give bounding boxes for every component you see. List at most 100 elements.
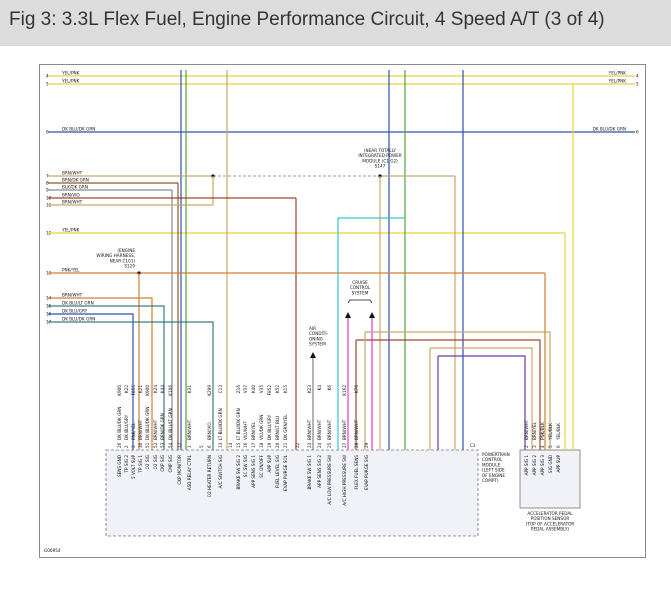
pcm-pin-function: APP SENS SIG 2 [317, 455, 322, 488]
pcm-pin-function: A/C LOW PRESSURE SW [327, 455, 332, 505]
pcm-pin-number: 1 [187, 445, 192, 448]
pcm-note: CONTROL [482, 457, 503, 462]
pcm-circuit-id: K21 [138, 385, 143, 393]
ac-system-note: AIR [309, 326, 316, 331]
pcm-pin-number: 18 [259, 442, 264, 448]
pcm-circuit-id: K299 [207, 385, 212, 396]
cruise-control-note: SYSTEM [352, 290, 369, 295]
pcm-pin-function: O2 HEATER RETURN [207, 455, 212, 497]
wire-brn-wht [48, 297, 153, 450]
pcm-pin-number: 13 [218, 442, 223, 448]
pcm-pin-number: 24 [317, 442, 322, 448]
pcm-wire-color: BRN/DK GRN [160, 413, 165, 440]
app-pin-number: 6 [556, 445, 561, 448]
pcm-circuit-id: C13 [218, 385, 223, 394]
pcm-pin-function: CMP SIG [168, 455, 173, 473]
pcm-circuit-id: K162 [342, 385, 347, 396]
app-sensor-note: PEDAL ASSEMBLY) [531, 527, 569, 532]
pcm-note: POWERTRAIN [482, 452, 510, 457]
left-wire-number: 9 [46, 188, 49, 193]
pcm-pin-function: CKP SIG [160, 455, 165, 472]
figure-title: Fig 3: 3.3L Flex Fuel, Engine Performanc… [9, 9, 605, 30]
pcm-pin-number: 27 [342, 442, 347, 448]
pcm-note: (LEFT SIDE [482, 468, 505, 473]
app-pin-number: 4 [540, 445, 545, 448]
pcm-note: COMPT) [482, 478, 499, 483]
left-wire-label: BRN/WHT [62, 200, 83, 205]
arrow-ac [310, 352, 316, 358]
pcm-pin-function: A/C SWITCH SIG [218, 455, 223, 488]
figure-title-bar: Fig 3: 3.3L Flex Fuel, Engine Performanc… [0, 0, 671, 46]
pcm-pin-function: A/C HIGH PRESSURE SW [342, 455, 347, 506]
pcm-pin-number: 2 [124, 445, 129, 448]
cruise-bracket [347, 299, 373, 304]
pcm-pin-function: CKP MONITOR [177, 455, 182, 485]
pcm-pin-function: O2 SIG [145, 455, 150, 469]
pcm-wire-color: BRN/WHT [307, 419, 312, 440]
pcm-wire-color: DK BLU/DK GRN [145, 407, 150, 440]
pcm-wire-color: BRN/WHT [138, 419, 143, 440]
engine-harness-note: NEAR C101) [110, 258, 136, 263]
pcm-pin-number: 15 [236, 442, 241, 448]
left-wire-label: BRN/WHT [62, 293, 83, 298]
ac-system-note: ONING [309, 336, 323, 341]
left-wire-label: BRN/WHT [62, 171, 83, 176]
pcm-wire-color: PNK/YEL [131, 422, 136, 440]
arrow-cruise-right [369, 312, 375, 318]
pcm-wire-color: DK BLU/LT GRN [168, 408, 173, 440]
cruise-control-note: CONTROL [350, 285, 371, 290]
pcm-circuit-id: K900 [145, 385, 150, 396]
pcm-wire-color: LT BLU/DK GRN [236, 408, 241, 440]
arrow-cruise-left [345, 312, 351, 318]
pcm-pin-number: 28 [354, 442, 359, 448]
pcm-pin-function: APP SUP [267, 455, 272, 473]
cruise-control-note: CRUISE [352, 280, 368, 285]
pcm-wire-color: BRN/YEL [251, 421, 256, 440]
pcm-pin-number: 22 [295, 442, 300, 448]
pcm-circuit-id: K22 [124, 385, 129, 393]
pcm-pin-number: 25 [327, 442, 332, 448]
pcm-circuit-id: F852 [267, 385, 272, 396]
pcm-pin-function: TP SIG 1 [138, 455, 143, 474]
wire-dk-blu-dk-grn [48, 321, 214, 450]
pcm-circuit-id: K24 [153, 385, 158, 393]
pcm-circuit-id: V37 [243, 385, 248, 394]
wire-brn-wht [430, 347, 533, 450]
left-wire-label: DK BLU/LT GRN [62, 301, 94, 306]
app-pin-number: 2 [524, 445, 529, 448]
pcm-wire-color: VIO/WHT [243, 421, 248, 440]
pcm-circuit-id: K52 [275, 385, 280, 393]
pcm-wire-color: DK BLU/GRY [124, 414, 129, 440]
pcm-pin-function: ASD RELAY CTRL [187, 454, 192, 490]
app-wire-color: BRN/YEL [532, 421, 537, 440]
app-pin-function: APP SIG 1 [524, 455, 529, 476]
pcm-pin-number: 3 [131, 445, 136, 448]
left-wire-label: PNK/YEL [62, 268, 80, 273]
pcm-circuit-id: Z16 [236, 385, 241, 394]
ac-system-note: SYSTEM [309, 342, 326, 347]
engine-harness-note: S129 [124, 264, 135, 269]
pcm-pin-number: 16 [243, 442, 248, 448]
wire-brn-yel [356, 339, 541, 450]
pcm-pin-number: 19 [267, 442, 272, 448]
pcm-pin-number: 26 [117, 442, 122, 448]
app-pin-function: APP SIG 3 [540, 455, 545, 476]
left-wire-label: YEL/PNK [61, 71, 80, 76]
pcm-wire-color: BRN/WHT [187, 419, 192, 440]
left-wire-number: 5 [46, 82, 49, 87]
pcm-pin-function: FLEX FUEL SENS [354, 455, 359, 490]
wire-brn-wht [365, 331, 551, 450]
engine-harness-note: WIRING HARNESS, [96, 253, 135, 258]
ac-system-note: CONDITI- [309, 331, 329, 336]
app-wire-color: PNK/BLK [540, 422, 545, 440]
pcm-wire-color: BRN/LT BLU [275, 416, 280, 440]
right-wire-label: YEL/PNK [608, 71, 627, 76]
pcm-pin-number: 6 [207, 445, 212, 448]
pcm-wire-color: BRN/WHT [317, 419, 322, 440]
left-wire-label: BRN/DK GRN [62, 178, 89, 183]
pcm-pin-number: 52 [153, 442, 158, 448]
left-wire-number: 6 [46, 130, 49, 135]
pcm-wire-color: DK GRN/YEL [283, 414, 288, 440]
c3-label: C3 [470, 443, 476, 448]
